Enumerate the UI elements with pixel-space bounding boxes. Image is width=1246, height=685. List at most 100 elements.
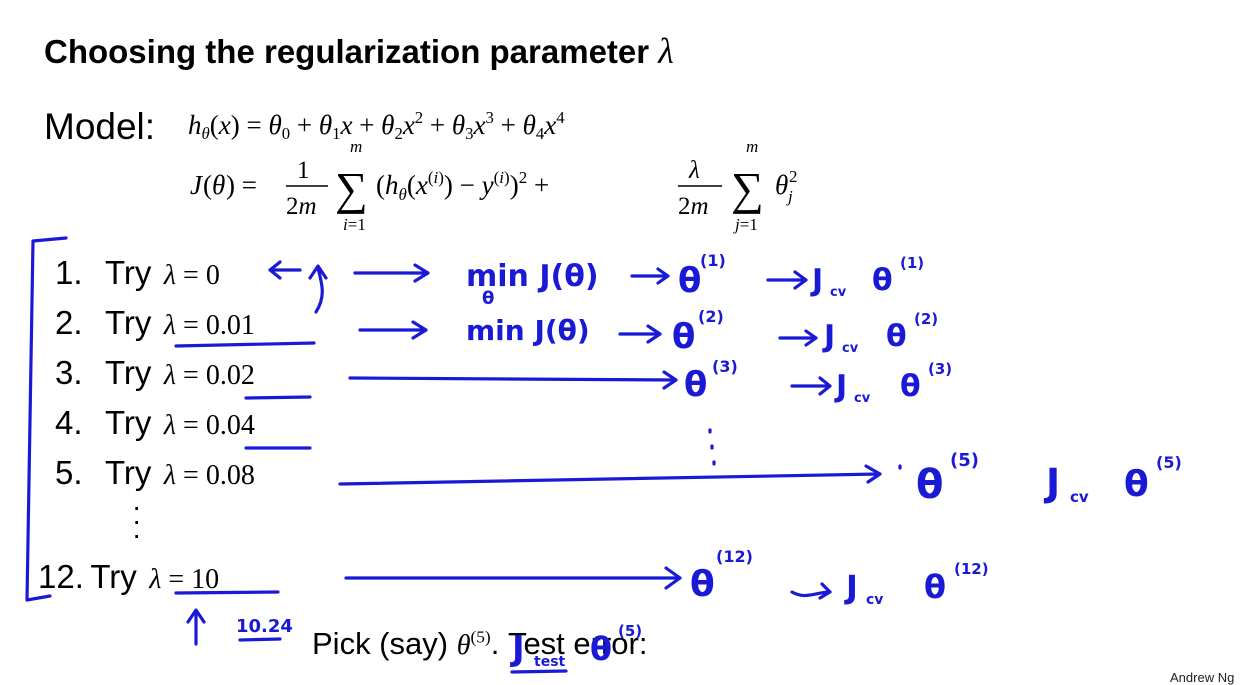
theta-5-sup: (5) (950, 450, 979, 471)
arrow-up (308, 264, 328, 314)
step-lambda: λ = 0 (163, 260, 220, 291)
model-label: Model: (44, 106, 156, 147)
jcv-1-arg: θ (872, 263, 893, 298)
arrow-right-row2 (358, 320, 428, 340)
step-lambda-value: 0.04 (205, 410, 255, 441)
jcv-3: J (834, 369, 847, 404)
jcv-2-sup: (2) (914, 310, 938, 328)
arrow-right-row1b (630, 267, 670, 285)
jcv-5-arg: θ (1124, 464, 1149, 505)
arrow-right-row1 (353, 263, 430, 283)
step-try: Try (90, 558, 137, 595)
pick-theta: θ(5) (456, 627, 491, 661)
svg-text:θ: θ (775, 170, 788, 200)
step-lambda-value: 0 (205, 260, 220, 291)
underline-1024 (238, 637, 282, 642)
vertical-ellipsis: ··· (132, 491, 142, 550)
step-lambda-value: 0.02 (205, 360, 255, 391)
step-row: 12. Try λ = 10 (38, 558, 219, 596)
arrow-up-bottom (186, 608, 206, 646)
step-number: 4. (55, 404, 83, 441)
jcv-12-sub: cv (866, 592, 883, 608)
arrow-right-row3 (348, 370, 678, 390)
step-row: 3. Try λ = 0.02 (55, 354, 255, 392)
underline-001 (174, 341, 316, 348)
dots-vertical (708, 428, 716, 466)
step-lambda: λ = 0.02 (163, 360, 255, 391)
theta-2-sup: (2) (698, 307, 724, 326)
jcv-12-arg: θ (924, 568, 946, 606)
theta-12: θ (690, 564, 715, 605)
arrow-right-row3b (790, 376, 832, 396)
arrow-right-row12 (344, 566, 682, 590)
theta-3: θ (684, 365, 707, 405)
step-lambda: λ = 0.01 (163, 310, 255, 341)
svg-text:2m: 2m (286, 193, 317, 220)
svg-text:2: 2 (789, 167, 798, 186)
jcv-1-sup: (1) (900, 254, 924, 272)
step-try: Try (104, 404, 152, 441)
step-row: 1. Try λ = 0 (55, 254, 220, 292)
step-row: 4. Try λ = 0.04 (55, 404, 255, 442)
step-number: 2. (55, 304, 83, 341)
arrow-right-row5 (338, 464, 882, 486)
step-number: 1. (55, 254, 83, 291)
step-try: Try (104, 454, 152, 491)
svg-text:∑: ∑ (335, 163, 368, 214)
arrow-right-row2b (618, 324, 662, 344)
jcv-3-sub: cv (854, 391, 871, 406)
jcv-2-sub: cv (842, 341, 859, 356)
cost-function-formula: J (θ) = 1 2m m ∑ i=1 (hθ(x(i)) − y(i))2 … (190, 137, 798, 234)
title-lambda: λ (658, 31, 674, 71)
step-lambda: λ = 0.04 (163, 410, 255, 441)
jcv-5: J (1043, 461, 1060, 505)
svg-text:j=1: j=1 (733, 215, 758, 234)
svg-text:∑: ∑ (731, 163, 764, 214)
svg-text:(hθ(x(i)) − y(i))2 +: (hθ(x(i)) − y(i))2 + (376, 168, 549, 204)
jcv-3-arg: θ (900, 369, 921, 404)
step-number: 12. (38, 558, 84, 595)
pick-suffix: . Test error: (490, 626, 648, 661)
arrow-right-row1c (766, 270, 808, 290)
arrow-right-row2c (778, 329, 818, 347)
jcv-5-sub: cv (1070, 488, 1089, 506)
min-j-label-2: min J(θ) (466, 314, 590, 347)
title-text: Choosing the regularization parameter (44, 33, 650, 70)
step-try: Try (104, 354, 152, 391)
pick-prefix: Pick (say) (312, 626, 449, 661)
svg-text:) =: ) = (226, 170, 257, 200)
svg-text:J: J (190, 170, 204, 200)
jcv-2-arg: θ (886, 319, 907, 354)
min-j-label: min J(θ) (466, 259, 599, 294)
svg-text:θ: θ (212, 170, 225, 200)
theta-5: θ (916, 462, 943, 508)
jcv-12: J (844, 568, 858, 606)
svg-text:m: m (350, 137, 362, 156)
svg-text:i=1: i=1 (343, 215, 366, 234)
jcv-3-sup: (3) (928, 360, 952, 378)
jcv-1: J (810, 263, 823, 298)
svg-text:(: ( (203, 170, 212, 200)
min-theta-subscript: θ (482, 288, 494, 309)
theta-3-sup: (3) (712, 357, 738, 376)
author-credit: Andrew Ng (1170, 670, 1235, 685)
step-lambda: λ = 10 (149, 564, 220, 595)
step-lambda-value: 0.08 (205, 460, 255, 491)
step-number: 5. (55, 454, 83, 491)
svg-text:2m: 2m (678, 193, 709, 220)
theta-1-sup: (1) (700, 251, 726, 270)
svg-text:m: m (746, 137, 758, 156)
step-lambda-value: 10 (191, 564, 220, 595)
theta-1: θ (678, 261, 701, 301)
underline-002 (244, 395, 312, 400)
model-formula: hθ(x) = θ0 + θ1x + θ2x2 + θ3x3 + θ4x4 (188, 108, 565, 143)
note-1024: 10.24 (236, 616, 293, 637)
pick-row: Pick (say) θ(5). Test error: (312, 626, 647, 662)
underline-jtest (510, 669, 568, 674)
arrow-small-left (268, 260, 302, 280)
svg-text:j: j (786, 187, 793, 206)
step-try: Try (104, 254, 152, 291)
step-lambda-value: 0.01 (205, 310, 255, 341)
arrow-right-row12b (790, 582, 832, 600)
